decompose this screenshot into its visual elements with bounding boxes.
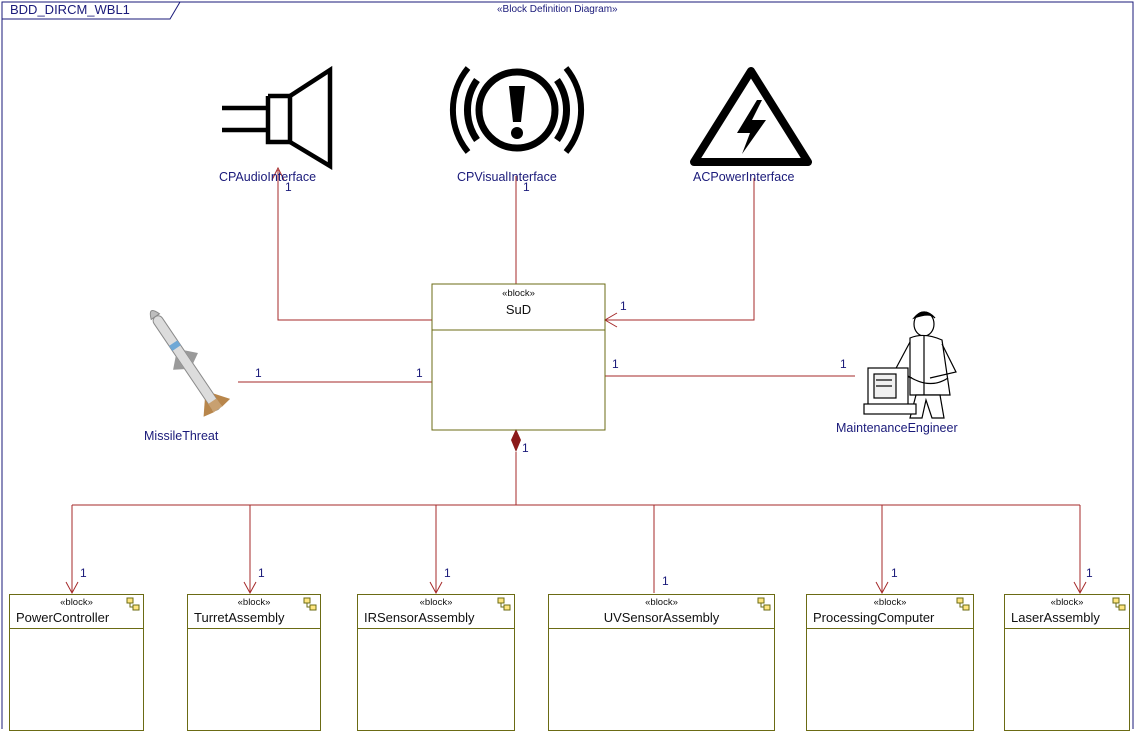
structure-icon [956, 597, 970, 611]
diagram-name-tab[interactable]: BDD_DIRCM_WBL1 [10, 2, 130, 17]
subsystem-block-processingcomputer[interactable]: «block» ProcessingComputer [806, 594, 974, 731]
block-name: UVSensorAssembly [549, 610, 774, 625]
diagram-type-label: «Block Definition Diagram» [497, 4, 618, 15]
system-multiplicity-composition: 1 [522, 441, 529, 455]
block-stereotype: «block» [10, 597, 143, 608]
block-stereotype: «block» [807, 597, 973, 608]
speaker-icon [222, 70, 330, 166]
block-name: TurretAssembly [188, 610, 320, 625]
multiplicity-uvsensorassembly: 1 [662, 574, 669, 588]
block-divider [358, 628, 514, 629]
structure-icon [1112, 597, 1126, 611]
warning-exclamation-icon [453, 68, 581, 152]
actor-label-engineer[interactable]: MaintenanceEngineer [836, 421, 958, 435]
block-divider [807, 628, 973, 629]
system-multiplicity-engineer: 1 [612, 357, 619, 371]
structure-icon [497, 597, 511, 611]
subsystem-block-laserassembly[interactable]: «block» LaserAssembly [1004, 594, 1130, 731]
block-stereotype: «block» [549, 597, 774, 608]
system-block-name[interactable]: SuD [432, 302, 605, 317]
high-voltage-icon [694, 71, 808, 162]
multiplicity-engineer: 1 [840, 357, 847, 371]
multiplicity-processingcomputer: 1 [891, 566, 898, 580]
system-block-stereotype: «block» [432, 288, 605, 299]
multiplicity-powercontroller: 1 [80, 566, 87, 580]
missile-icon [138, 302, 231, 419]
actor-label-visual[interactable]: CPVisualInterface [457, 170, 557, 184]
block-divider [549, 628, 774, 629]
engineer-icon [864, 312, 956, 418]
composition-diamond [511, 429, 521, 452]
multiplicity-turretassembly: 1 [258, 566, 265, 580]
structure-icon [303, 597, 317, 611]
multiplicity-laserassembly: 1 [1086, 566, 1093, 580]
subsystem-block-irsensorassembly[interactable]: «block» IRSensorAssembly [357, 594, 515, 731]
block-divider [10, 628, 143, 629]
multiplicity-missile: 1 [255, 366, 262, 380]
multiplicity-visual: 1 [523, 180, 530, 194]
multiplicity-audio: 1 [285, 180, 292, 194]
block-divider [1005, 628, 1129, 629]
subsystem-block-uvsensorassembly[interactable]: «block» UVSensorAssembly [548, 594, 775, 731]
block-name: PowerController [10, 610, 143, 625]
structure-icon [126, 597, 140, 611]
block-divider [188, 628, 320, 629]
link-power [605, 178, 754, 320]
block-name: IRSensorAssembly [358, 610, 514, 625]
actor-label-audio[interactable]: CPAudioInterface [219, 170, 316, 184]
block-stereotype: «block» [188, 597, 320, 608]
actor-label-missile[interactable]: MissileThreat [144, 429, 218, 443]
subsystem-block-powercontroller[interactable]: «block» PowerController [9, 594, 144, 731]
block-name: LaserAssembly [1005, 610, 1129, 625]
actor-label-power[interactable]: ACPowerInterface [693, 170, 794, 184]
block-name: ProcessingComputer [807, 610, 973, 625]
block-stereotype: «block» [358, 597, 514, 608]
multiplicity-irsensorassembly: 1 [444, 566, 451, 580]
system-multiplicity-missile: 1 [416, 366, 423, 380]
structure-icon [757, 597, 771, 611]
block-stereotype: «block» [1005, 597, 1129, 608]
subsystem-block-turretassembly[interactable]: «block» TurretAssembly [187, 594, 321, 731]
link-audio [278, 170, 432, 320]
system-multiplicity-power: 1 [620, 299, 627, 313]
